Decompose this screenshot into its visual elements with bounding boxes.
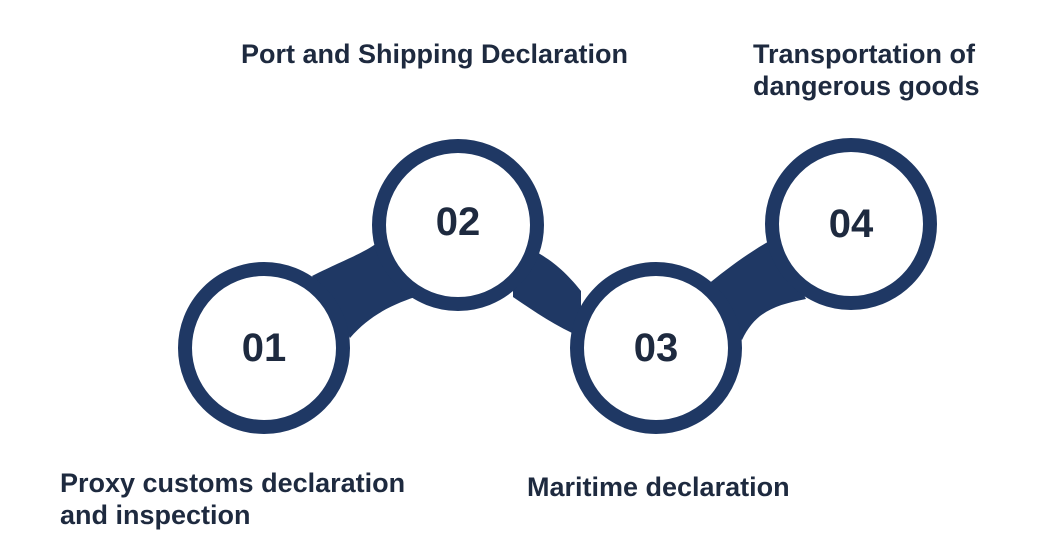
step-02-number: 02 — [436, 200, 481, 244]
step-04: 04 — [765, 138, 937, 310]
step-02-circle — [372, 139, 544, 311]
step-01-number: 01 — [242, 326, 287, 370]
step-02-label: Port and Shipping Declaration — [241, 38, 628, 70]
step-01-label-line: Proxy customs declaration — [60, 468, 406, 498]
step-03-number: 03 — [634, 326, 679, 370]
step-04-circle — [765, 138, 937, 310]
step-04-number: 04 — [829, 202, 874, 246]
step-01-circle — [178, 262, 350, 434]
step-01-label-line: and inspection — [60, 500, 251, 530]
step-01: 01 — [178, 262, 350, 434]
step-03: 03 — [570, 262, 742, 434]
step-03-circle — [570, 262, 742, 434]
step-02-label-line: Port and Shipping Declaration — [241, 39, 629, 69]
step-01-label: Proxy customs declaration and inspection — [60, 467, 405, 531]
step-04-label: Transportation of dangerous goods — [753, 38, 980, 102]
step-03-label: Maritime declaration — [527, 471, 790, 503]
step-03-label-line: Maritime declaration — [527, 472, 790, 502]
step-04-label-line: Transportation of — [753, 39, 975, 69]
step-04-label-line: dangerous goods — [753, 71, 980, 101]
step-02: 02 — [372, 139, 544, 311]
